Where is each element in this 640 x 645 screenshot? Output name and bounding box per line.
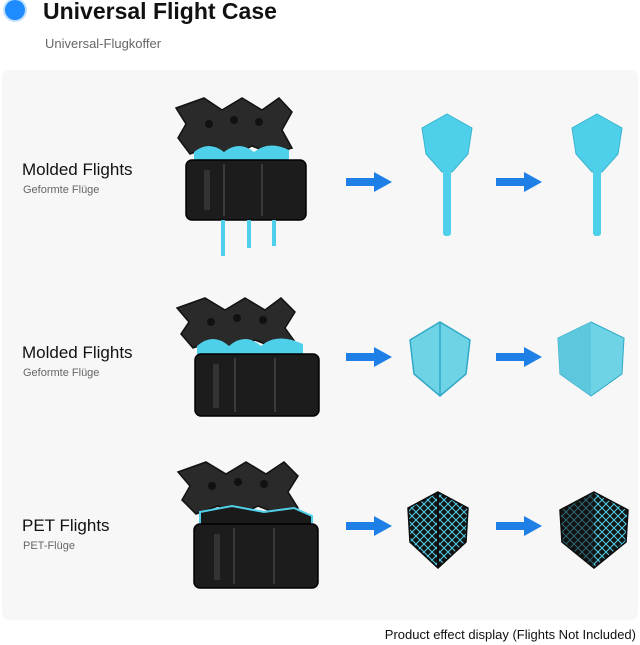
row-molded-2: Molded Flights Geformte Flüge	[4, 272, 636, 442]
row-sublabel: PET-Flüge	[23, 540, 75, 552]
section-header: Universal Flight Case Universal-Flugkoff…	[0, 0, 640, 70]
flight-case-icon	[176, 461, 319, 589]
dart-flight-icon	[409, 321, 471, 397]
caption-text: Product effect display (Flights Not Incl…	[384, 627, 636, 642]
arrow-right-icon	[496, 516, 542, 536]
bullet-dot-icon	[5, 0, 25, 20]
dart-flight-icon	[421, 113, 473, 236]
flight-case-icon	[175, 297, 320, 417]
row-pet: PET Flights PET-Flüge	[4, 450, 636, 620]
dart-flight-icon	[571, 113, 623, 236]
flight-case-icon	[174, 97, 307, 256]
row-molded-1: Molded Flights Geformte Flüge	[4, 90, 636, 260]
dart-flight-icon	[407, 491, 469, 570]
product-panel: Molded Flights Geformte Flüge	[4, 72, 636, 618]
row-label: PET Flights	[22, 516, 110, 535]
arrow-right-icon	[346, 347, 392, 367]
arrow-right-icon	[496, 347, 542, 367]
row-sublabel: Geformte Flüge	[23, 184, 100, 196]
dart-flight-icon	[559, 491, 629, 569]
dart-flight-icon	[557, 321, 625, 397]
arrow-right-icon	[346, 516, 392, 536]
row-label: Molded Flights	[22, 343, 133, 362]
row-label: Molded Flights	[22, 160, 133, 179]
page-title: Universal Flight Case	[43, 0, 277, 24]
arrow-right-icon	[346, 172, 392, 192]
row-sublabel: Geformte Flüge	[23, 367, 100, 379]
page-subtitle: Universal-Flugkoffer	[45, 36, 162, 51]
arrow-right-icon	[496, 172, 542, 192]
